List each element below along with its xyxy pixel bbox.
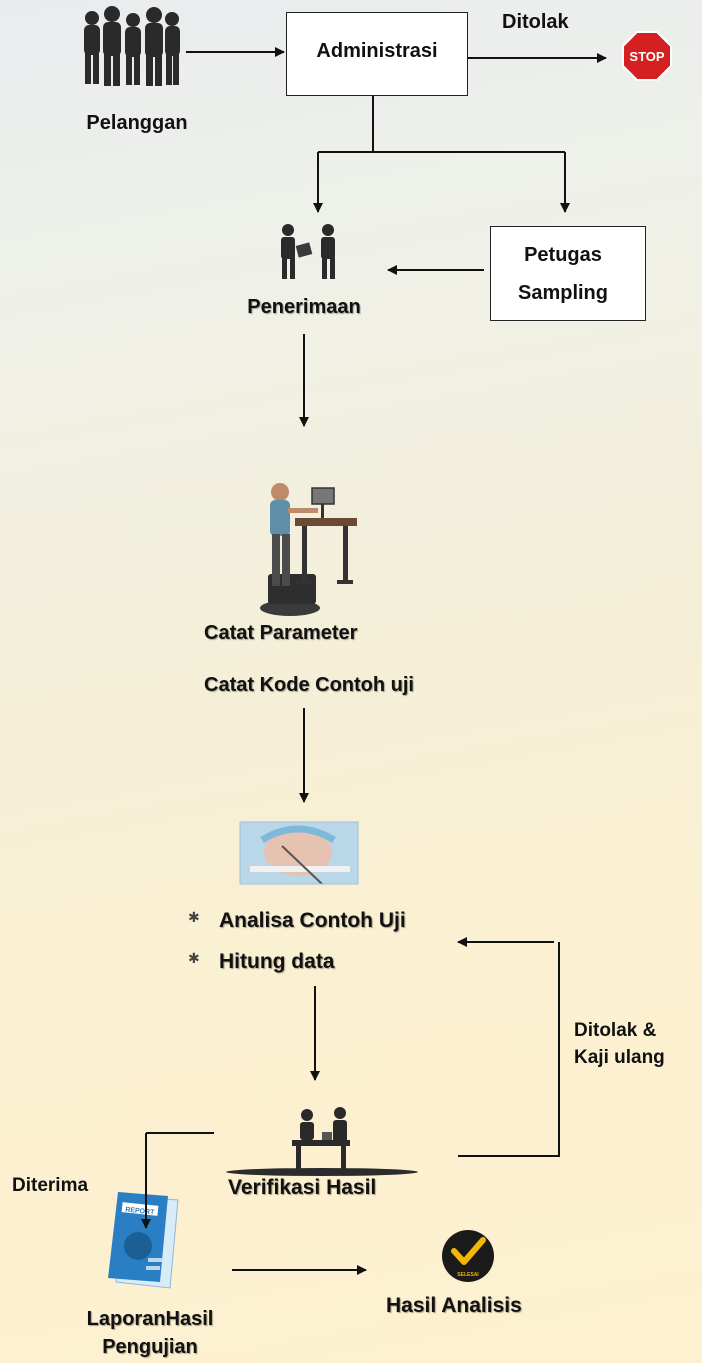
handshake-icon [281,224,335,279]
standing-desk-worker-icon [260,483,357,616]
asterisk-bullet-icon: ✱ [188,910,200,926]
verification-label: Verifikasi Hasil [228,1176,377,1199]
rejected-label: Ditolak [502,11,569,33]
meeting-table-icon [292,1107,350,1170]
result-label: Hasil Analisis [386,1294,522,1317]
report-label-line1: LaporanHasil [86,1308,214,1330]
table-shadow [226,1168,418,1176]
report-label-line2: Pengujian [102,1336,198,1358]
customer-label: Pelanggan [86,112,188,134]
crowd-icon [84,6,180,86]
review-return-line [458,942,560,1157]
asterisk-bullet-icon: ✱ [188,951,200,967]
administration-label: Administrasi [316,40,438,62]
rejected-review-line1: Ditolak & [574,1020,657,1041]
sampling-officer-line2: Sampling [517,282,608,304]
accepted-label: Diterima [12,1175,89,1196]
connectors [141,47,607,1275]
report-document-icon: REPORT [108,1192,179,1289]
administration-box [286,12,468,96]
check-badge-icon: SELESAI [442,1230,494,1282]
record-parameter-label: Catat Parameter [204,622,358,644]
record-code-label: Catat Kode Contoh uji [204,674,414,696]
sampling-officer-box [490,226,646,321]
stop-sign-icon: STOP [622,31,672,81]
done-badge-label: SELESAI [457,1272,479,1278]
rejected-review-line2: Kaji ulang [574,1047,665,1068]
analysis-label: Analisa Contoh Uji [219,909,406,932]
report-label: REPORT [125,1206,155,1216]
sampling-officer-line1: Petugas [524,244,602,266]
lab-analysis-photo [239,821,359,885]
stop-sign-label: STOP [629,49,664,64]
reception-label: Penerimaan [247,296,361,318]
calculation-label: Hitung data [219,950,335,973]
